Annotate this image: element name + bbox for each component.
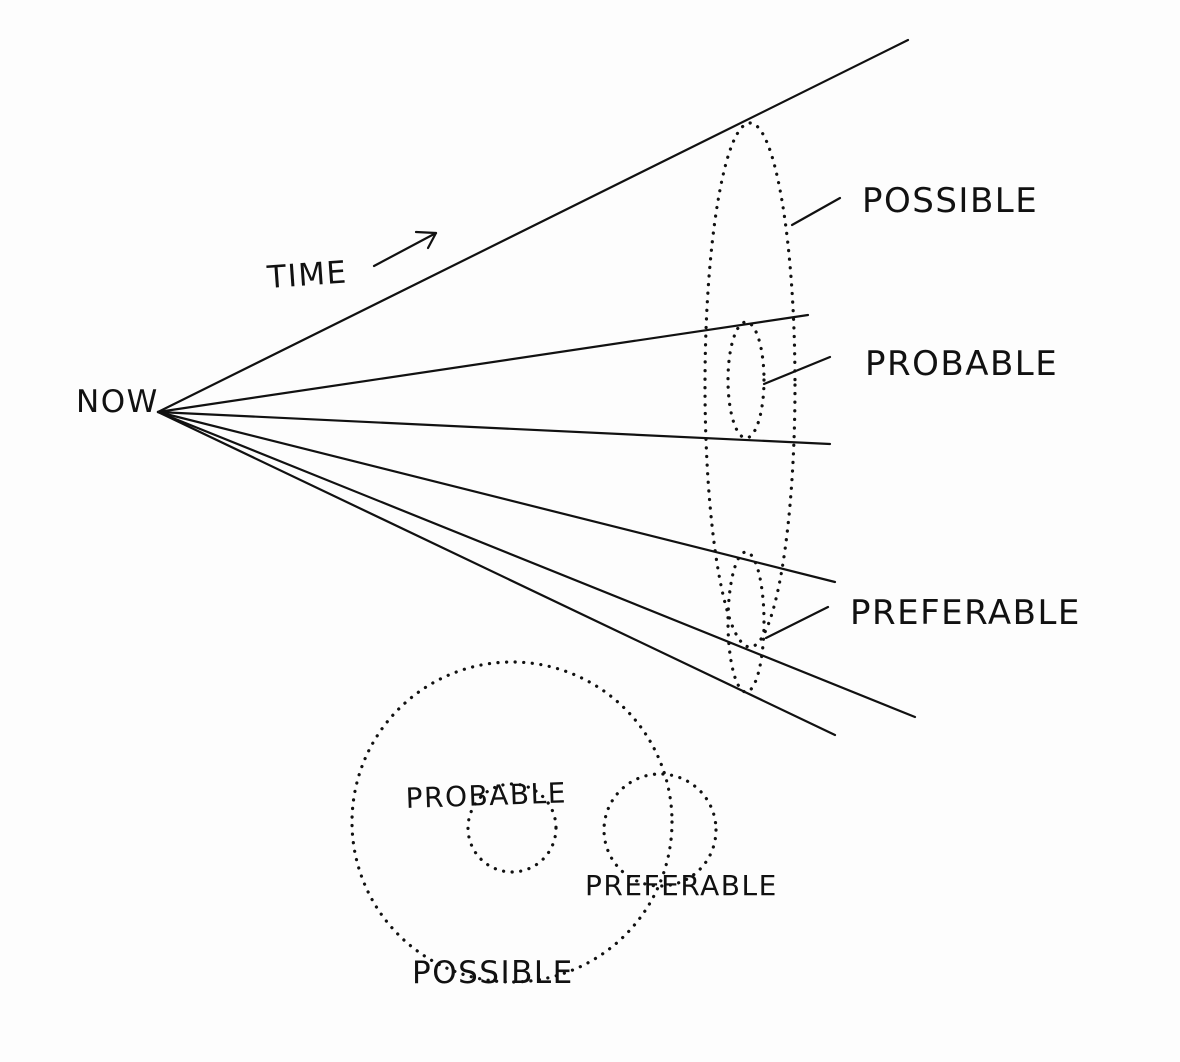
- venn-probable-circle: [466, 782, 558, 874]
- cone-label-probable: PROBABLE: [865, 344, 1058, 384]
- preferable-ellipse: [726, 550, 766, 694]
- probable-leader-line: [762, 355, 832, 386]
- venn-possible-circle: [350, 660, 674, 984]
- time-arrow-icon: [372, 230, 438, 268]
- venn-preferable-circle: [602, 772, 718, 888]
- probable-ellipse: [726, 320, 766, 440]
- venn-label-possible: POSSIBLE: [412, 955, 574, 991]
- preferable-leader-line: [764, 605, 830, 640]
- future-lines: [156, 38, 917, 737]
- cone-label-preferable: PREFERABLE: [850, 593, 1081, 633]
- future-line-mid-upper: [156, 313, 810, 414]
- future-line-mid-lower: [156, 410, 837, 584]
- future-line-lower: [156, 410, 917, 719]
- future-line-lowest: [156, 410, 837, 737]
- future-line-upper: [156, 38, 910, 414]
- possible-ellipse: [703, 121, 797, 649]
- venn-diagram: PROBABLE PREFERABLE POSSIBLE: [350, 660, 778, 991]
- possible-leader-line: [790, 196, 842, 227]
- cone-label-possible: POSSIBLE: [862, 181, 1038, 221]
- future-line-middle: [156, 410, 832, 446]
- now-label: NOW: [76, 384, 159, 420]
- venn-label-probable: PROBABLE: [405, 776, 567, 815]
- venn-label-preferable: PREFERABLE: [585, 869, 778, 902]
- time-label: TIME: [265, 254, 349, 296]
